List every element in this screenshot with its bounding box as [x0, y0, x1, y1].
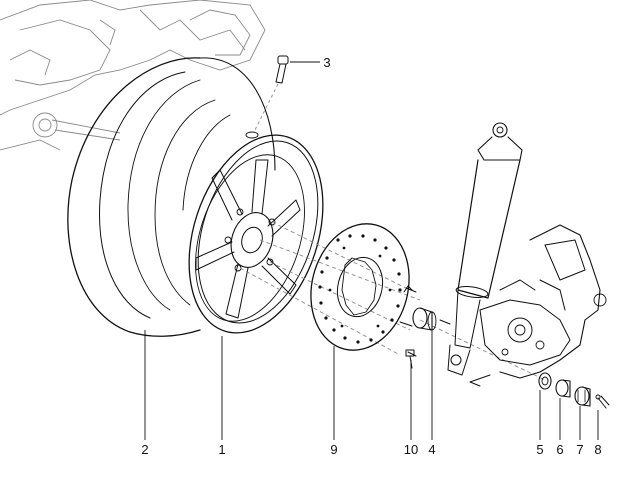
- engine-background: [0, 0, 266, 151]
- callout-9: 9: [330, 442, 337, 457]
- assembly-axis-lines: [239, 221, 546, 381]
- castle-nut: [574, 386, 591, 407]
- washer: [538, 372, 552, 390]
- callout-7: 7: [576, 442, 583, 457]
- tyre-valve: [253, 55, 289, 133]
- callout-8: 8: [594, 442, 601, 457]
- callout-numbers: 2 1 3 9 10 4 5 6 7 8: [141, 55, 601, 457]
- disc-holes: [318, 234, 402, 344]
- bushing: [555, 379, 571, 398]
- hub-carrier: [469, 224, 607, 387]
- tyre: [67, 57, 276, 337]
- callout-6: 6: [556, 442, 563, 457]
- spacer: [412, 307, 437, 331]
- callout-2: 2: [141, 442, 148, 457]
- disc-bolts: [399, 285, 451, 369]
- shock-absorber: [447, 122, 523, 376]
- callout-10: 10: [404, 442, 418, 457]
- callout-1: 1: [218, 442, 225, 457]
- split-pin: [595, 394, 610, 409]
- brake-disc: [310, 223, 410, 351]
- leader-lines: [144, 61, 599, 440]
- callout-3: 3: [323, 55, 330, 70]
- callout-5: 5: [536, 442, 543, 457]
- wheel-rim: [188, 131, 324, 334]
- callout-4: 4: [428, 442, 435, 457]
